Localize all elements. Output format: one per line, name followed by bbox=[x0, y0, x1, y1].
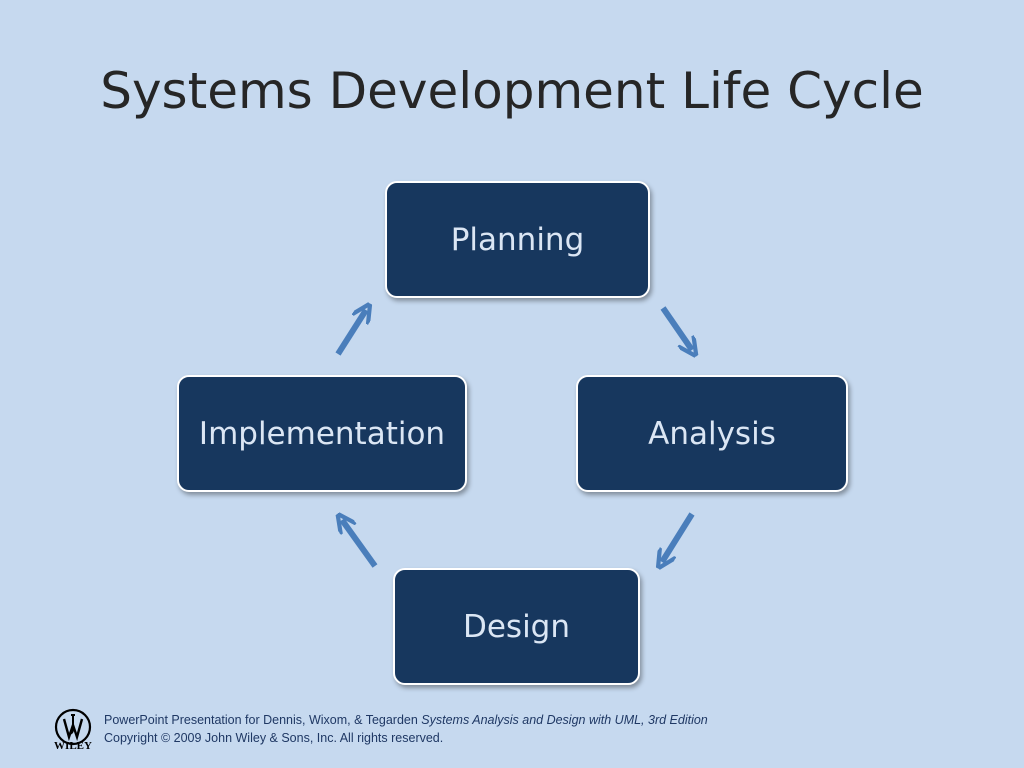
footer-presentation-text: PowerPoint Presentation for Dennis, Wixo… bbox=[104, 713, 422, 727]
arrow-implementation-to-planning bbox=[335, 310, 366, 356]
phase-implementation: Implementation bbox=[177, 375, 467, 492]
arrow-planning-to-analysis bbox=[660, 306, 692, 350]
wiley-logo-icon bbox=[54, 708, 92, 746]
arrow-design-to-implementation bbox=[342, 520, 378, 568]
footer-line-1: PowerPoint Presentation for Dennis, Wixo… bbox=[104, 711, 708, 729]
footer-copyright: Copyright © 2009 John Wiley & Sons, Inc.… bbox=[104, 731, 444, 745]
phase-planning-label: Planning bbox=[450, 221, 585, 258]
phase-design: Design bbox=[393, 568, 640, 685]
slide-title: Systems Development Life Cycle bbox=[100, 62, 924, 120]
wiley-logo-text: WILEY bbox=[54, 740, 92, 752]
arrow-analysis-to-design bbox=[662, 512, 695, 562]
phase-analysis-label: Analysis bbox=[648, 415, 776, 452]
phase-analysis: Analysis bbox=[576, 375, 848, 492]
phase-design-label: Design bbox=[462, 608, 571, 645]
phase-planning: Planning bbox=[385, 181, 650, 298]
footer-book-title: Systems Analysis and Design with UML, 3r… bbox=[421, 713, 708, 727]
phase-implementation-label: Implementation bbox=[198, 415, 446, 452]
footer-credits: PowerPoint Presentation for Dennis, Wixo… bbox=[104, 711, 708, 747]
